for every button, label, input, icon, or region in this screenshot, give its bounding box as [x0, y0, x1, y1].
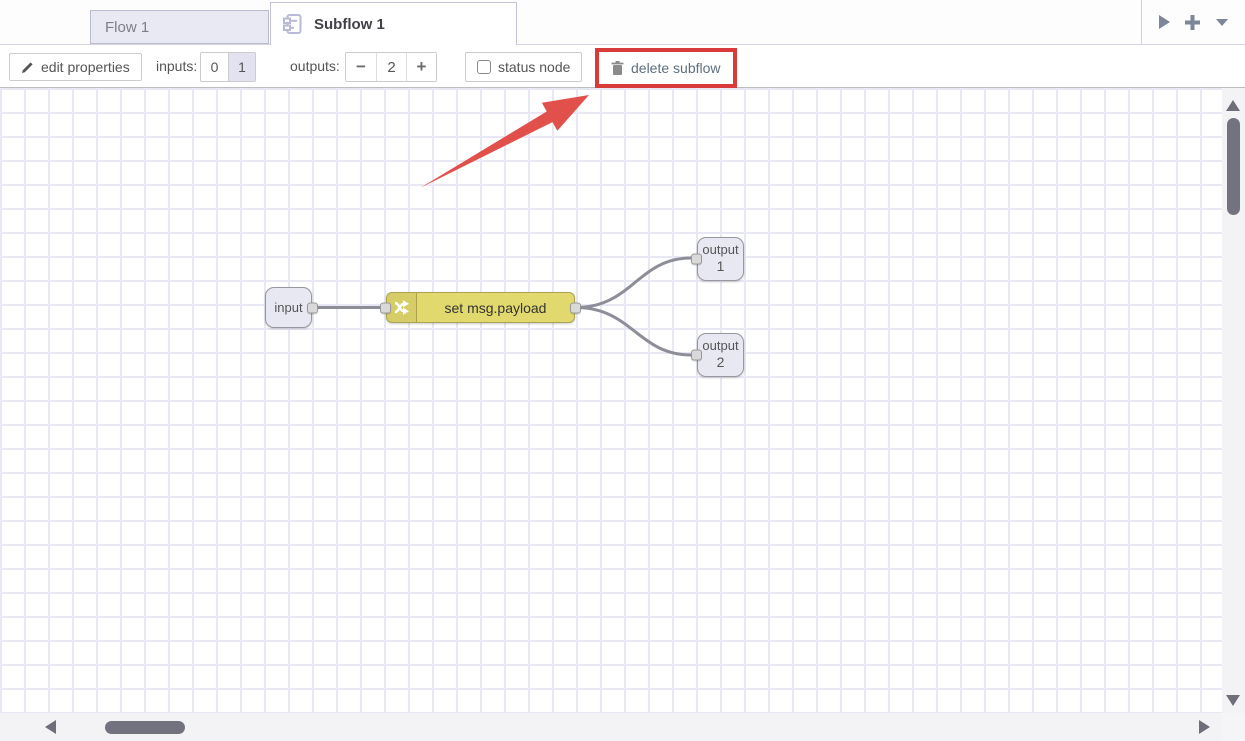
outputs-decrement-button[interactable]: −: [346, 53, 376, 81]
status-node-checkbox[interactable]: [477, 60, 491, 74]
input-node-output-port[interactable]: [307, 302, 318, 313]
delete-subflow-button[interactable]: delete subflow: [599, 52, 733, 84]
edit-properties-label: edit properties: [41, 59, 130, 75]
tabbar-controls: [1141, 0, 1245, 44]
add-tab-icon[interactable]: [1184, 14, 1201, 31]
subflow-output-2-node[interactable]: output 2: [691, 333, 744, 377]
vertical-scrollbar[interactable]: [1222, 88, 1245, 713]
subflow-output-1-label: output: [702, 242, 739, 258]
scroll-tabs-right-icon[interactable]: [1159, 15, 1171, 29]
output-1-input-port[interactable]: [691, 253, 702, 265]
wire-change-to-output1[interactable]: [575, 256, 692, 309]
change-node-output-port[interactable]: [570, 302, 581, 313]
red-annotation-arrow: [420, 95, 589, 188]
inputs-option-1[interactable]: 1: [228, 53, 255, 81]
scroll-left-icon[interactable]: [45, 720, 56, 734]
subflow-output-2-label: output: [702, 338, 739, 354]
status-node-button[interactable]: status node: [465, 52, 583, 82]
outputs-value[interactable]: 2: [376, 53, 406, 81]
scroll-right-icon[interactable]: [1199, 720, 1210, 734]
tab-flow-1[interactable]: Flow 1: [90, 10, 269, 44]
inputs-toggle: 0 1: [200, 52, 256, 82]
change-node-input-port[interactable]: [380, 302, 391, 313]
shuffle-icon: [387, 293, 417, 322]
tab-flow-1-label: Flow 1: [105, 18, 150, 36]
change-node-label: set msg.payload: [444, 299, 547, 316]
change-node[interactable]: set msg.payload: [380, 292, 581, 323]
wire-change-to-output2[interactable]: [575, 306, 692, 357]
trash-icon: [611, 61, 624, 75]
workspace-tabbar: Flow 1 Subflow 1: [0, 0, 1245, 45]
tab-subflow-1[interactable]: Subflow 1: [270, 2, 517, 45]
subflow-icon: [282, 13, 304, 35]
status-node-label: status node: [498, 59, 571, 75]
output-2-input-port[interactable]: [691, 349, 702, 361]
red-highlight-box: delete subflow: [595, 48, 737, 88]
subflow-output-1-node[interactable]: output 1: [691, 237, 744, 281]
scroll-down-icon[interactable]: [1226, 695, 1240, 706]
flow-canvas[interactable]: input set msg.payload output 1: [0, 88, 1222, 713]
subflow-output-2-number: 2: [716, 354, 725, 371]
tab-list-chevron-icon[interactable]: [1215, 18, 1228, 26]
inputs-option-0[interactable]: 0: [201, 53, 228, 81]
scrollbar-corner: [1222, 713, 1245, 741]
vertical-scrollbar-thumb[interactable]: [1227, 118, 1240, 215]
outputs-stepper: − 2 +: [345, 52, 437, 82]
outputs-label: outputs:: [290, 58, 340, 74]
subflow-toolbar: edit properties inputs: 0 1 outputs: − 2…: [0, 45, 1245, 88]
subflow-input-node[interactable]: input: [265, 287, 318, 328]
subflow-input-label: input: [274, 300, 303, 315]
pencil-icon: [21, 61, 34, 74]
edit-properties-button[interactable]: edit properties: [9, 53, 142, 81]
inputs-label: inputs:: [156, 58, 198, 74]
horizontal-scrollbar[interactable]: [0, 713, 1222, 741]
outputs-increment-button[interactable]: +: [406, 53, 436, 81]
scroll-up-icon[interactable]: [1226, 100, 1240, 111]
tab-subflow-1-label: Subflow 1: [314, 15, 385, 33]
horizontal-scrollbar-thumb[interactable]: [105, 721, 185, 734]
delete-subflow-label: delete subflow: [631, 60, 721, 76]
subflow-output-1-number: 1: [716, 258, 725, 275]
